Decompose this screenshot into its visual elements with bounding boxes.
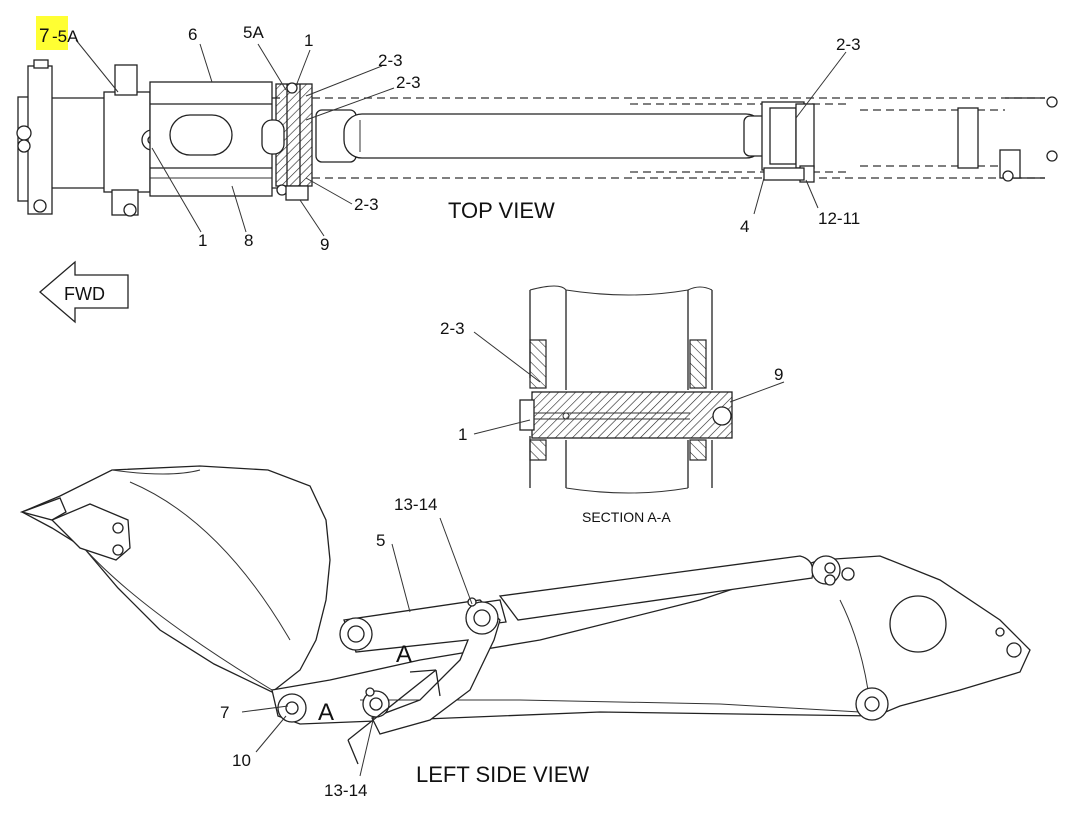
left-side-view: 13-14 5 A A 7 10 13-14 LEFT SIDE VIEW [19, 465, 1031, 800]
fwd-arrow: FWD [39, 260, 129, 324]
label-1-section: 1 [458, 425, 467, 444]
top-view-title: TOP VIEW [448, 198, 555, 223]
top-view: 7 -5A 6 5A 1 2-3 2-3 2-3 2-3 1 8 9 4 12-… [16, 16, 1058, 254]
label-5a-part: -5A [52, 27, 79, 46]
label-6: 6 [188, 25, 197, 44]
section-title: SECTION A-A [582, 509, 671, 525]
fwd-label: FWD [64, 284, 105, 304]
label-2-3-section: 2-3 [440, 319, 465, 338]
label-13-14-upper: 13-14 [394, 495, 437, 514]
label-13-14-lower: 13-14 [324, 781, 367, 800]
label-8: 8 [244, 231, 253, 250]
label-9-section: 9 [774, 365, 783, 384]
side-view-title: LEFT SIDE VIEW [416, 762, 589, 787]
label-5a: 5A [243, 23, 264, 42]
highlight-marker [36, 16, 68, 50]
label-a-upper: A [396, 641, 412, 668]
label-5: 5 [376, 531, 385, 550]
label-9-top: 9 [320, 235, 329, 254]
label-2-3-top-d: 2-3 [836, 35, 861, 54]
label-12-11: 12-11 [818, 209, 860, 228]
label-10: 10 [232, 751, 251, 770]
section-a-a: 2-3 9 1 SECTION A-A [440, 285, 785, 525]
label-7-side: 7 [220, 703, 229, 722]
label-1-bottom: 1 [198, 231, 207, 250]
label-a-lower: A [318, 699, 334, 726]
label-2-3-top-b: 2-3 [396, 73, 421, 92]
label-4: 4 [740, 217, 749, 236]
label-2-3-top-c: 2-3 [354, 195, 379, 214]
label-7: 7 [39, 26, 50, 47]
label-1-top: 1 [304, 31, 313, 50]
label-2-3-top-a: 2-3 [378, 51, 403, 70]
